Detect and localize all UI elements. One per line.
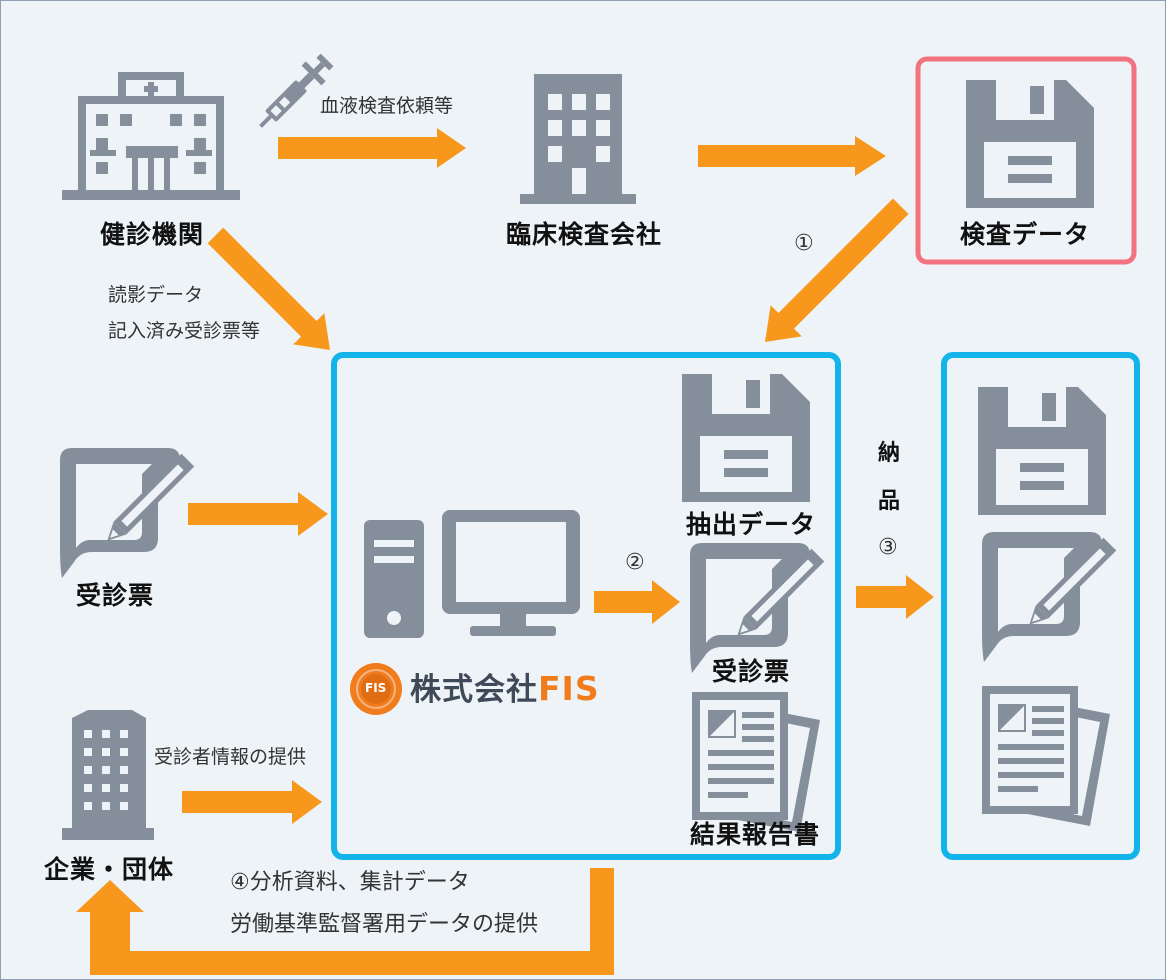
arrow-company-to-fis [182,780,322,824]
questionnaire-output-icon [690,543,825,673]
delivery-label-1: 納 [878,441,902,466]
questionnaire-label: 受診票 [76,581,155,610]
step2-label: ② [625,550,645,575]
report-icon [692,692,820,832]
clinic-label: 健診機関 [100,220,205,249]
arrow-clinic-to-fis [207,227,330,350]
arrow-clinic-to-lab [278,128,466,168]
delivery-box [941,352,1140,860]
provide-info-label: 受診者情報の提供 [154,746,307,768]
company-label: 企業・団体 [44,855,175,884]
delivered-report-icon [982,686,1110,826]
office-building-icon [62,710,154,840]
extract-data-label: 抽出データ [686,510,817,539]
test-data-label: 検査データ [960,220,1091,249]
step4-line2-label: 労働基準監督署用データの提供 [230,912,539,937]
delivery-label-2: 品 [878,489,902,514]
syringe-icon [259,53,334,128]
floppy-disk-icon [966,80,1094,208]
extract-data-floppy-icon [682,374,810,502]
step3-label: ③ [878,535,898,560]
arrow-test-data-to-fis [765,198,909,342]
reading-data-label: 読影データ [108,284,204,306]
fis-name-prefix: 株式会社 [410,672,538,708]
step1-label: ① [794,231,814,256]
arrow-questionnaire-to-fis [188,492,328,536]
hospital-icon [62,72,240,200]
document-edit-icon [60,448,195,578]
report-label: 結果報告書 [690,820,821,849]
lab-label: 臨床検査会社 [506,220,663,249]
building-icon [520,74,636,204]
arrow-step2 [594,580,680,624]
fis-logo-icon [350,663,402,715]
arrow-lab-to-test-data [698,136,886,176]
delivered-floppy-icon [978,387,1106,515]
test-data-highlight-box [915,56,1137,265]
arrow-delivery [856,575,934,619]
filled-questionnaire-label: 記入済み受診票等 [108,320,261,342]
fis-box [331,352,841,860]
step4-line1-label: ④分析資料、集計データ [230,870,470,895]
fis-logo-text: FIS [365,681,387,695]
arrow-fis-to-company [76,868,614,975]
delivered-questionnaire-icon [982,532,1117,662]
fis-questionnaire-label: 受診票 [712,657,791,686]
fis-name-brand: FIS [538,669,600,708]
computer-icon [364,510,580,638]
fis-company-name: 株式会社FIS [410,672,600,706]
blood-request-label: 血液検査依頼等 [320,95,454,117]
